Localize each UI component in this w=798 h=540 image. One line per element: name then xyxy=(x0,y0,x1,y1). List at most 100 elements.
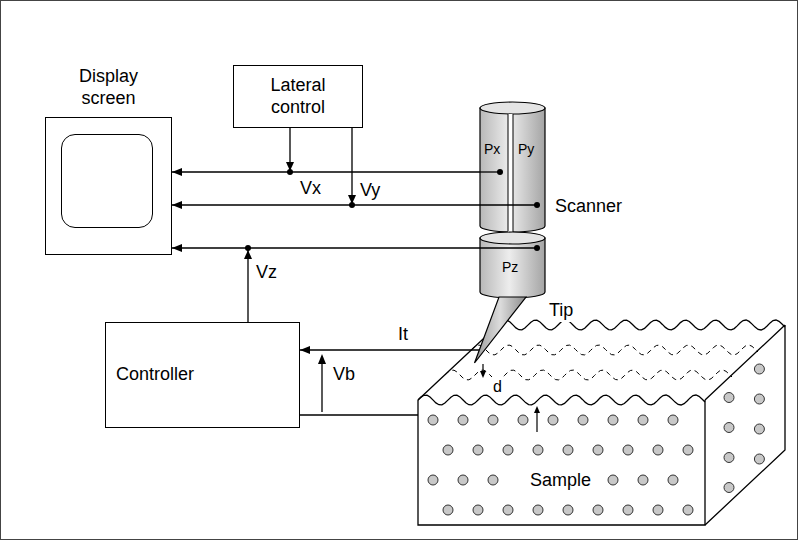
label-anchor: It xyxy=(398,324,408,346)
atom xyxy=(533,505,543,515)
signal-connector xyxy=(172,128,352,209)
atom xyxy=(503,505,513,515)
monitor-screen xyxy=(61,134,153,228)
surface-edge xyxy=(418,395,705,405)
atom xyxy=(563,505,573,515)
atom xyxy=(754,424,764,434)
atom xyxy=(503,445,513,455)
electrode-dot xyxy=(534,202,540,208)
connector-wire xyxy=(172,128,352,205)
electrode-dot xyxy=(497,169,503,175)
atom xyxy=(473,445,483,455)
atom xyxy=(668,475,678,485)
atom xyxy=(473,505,483,515)
box-label: Display screen xyxy=(59,66,159,109)
box-label: Lateral control xyxy=(258,75,338,118)
atom xyxy=(638,415,648,425)
electrode-name: Pz xyxy=(502,259,518,276)
atom xyxy=(623,445,633,455)
atom xyxy=(593,505,603,515)
label-anchor: Px xyxy=(484,140,500,158)
electrode-gap xyxy=(508,114,513,232)
label-anchor: Vb xyxy=(333,364,355,386)
atom xyxy=(458,475,468,485)
atom-row xyxy=(471,345,758,355)
atom xyxy=(724,393,734,403)
signal-name: Vz xyxy=(256,262,277,284)
atom xyxy=(548,415,558,425)
connector-wire xyxy=(300,349,479,350)
connector-wire xyxy=(300,414,418,415)
electrode-name: Px xyxy=(484,141,500,158)
atom xyxy=(653,505,663,515)
atom xyxy=(653,445,663,455)
connector-wire xyxy=(172,248,248,322)
x-signal-wire xyxy=(290,171,480,172)
connector-wire xyxy=(172,128,290,172)
atom xyxy=(443,445,453,455)
atom xyxy=(578,415,588,425)
tube-end xyxy=(480,102,545,114)
atom xyxy=(668,415,678,425)
y-signal-wire xyxy=(352,204,480,205)
atom xyxy=(488,415,498,425)
atom xyxy=(724,453,734,463)
signal-name: It xyxy=(398,324,408,346)
atom xyxy=(518,415,528,425)
atom xyxy=(458,415,468,425)
atom-row xyxy=(445,370,732,380)
label-anchor: Pz xyxy=(502,258,518,276)
tube-end xyxy=(480,232,545,244)
signal-connector xyxy=(172,244,248,322)
atom xyxy=(754,394,764,404)
sample-front xyxy=(418,400,705,525)
z-signal-wire xyxy=(480,247,537,248)
control-box: Lateral control xyxy=(233,65,363,128)
scanner-drawing xyxy=(465,95,630,380)
signal-connector xyxy=(172,128,290,176)
atom xyxy=(608,475,618,485)
arrow-head xyxy=(172,244,182,252)
signal-connector xyxy=(300,346,479,354)
arrow-head xyxy=(300,346,310,354)
piezo-tube xyxy=(480,108,545,232)
sample-edge xyxy=(418,325,785,400)
atom xyxy=(488,475,498,485)
signal-connector xyxy=(300,415,418,416)
label-anchor: Vy xyxy=(360,180,380,202)
signal-name: Vb xyxy=(333,364,355,386)
atom xyxy=(563,445,573,455)
arrow-head xyxy=(172,201,182,209)
box-label: Controller xyxy=(116,364,194,386)
atom xyxy=(428,415,438,425)
piezo-tube xyxy=(480,238,545,298)
gap-name: d xyxy=(492,377,503,396)
atom xyxy=(533,445,543,455)
y-signal-wire xyxy=(480,204,537,205)
gap-arrow xyxy=(482,364,483,372)
controller-box: Controller xyxy=(105,322,300,428)
sample-side xyxy=(705,325,785,525)
atom xyxy=(608,415,618,425)
display-monitor: Display screen xyxy=(45,60,172,255)
gap-arrow xyxy=(536,413,537,432)
sample-block: Sample xyxy=(418,295,790,530)
arrow-head xyxy=(172,168,182,176)
part-label: Sample xyxy=(528,470,593,492)
signal-name: Vx xyxy=(300,178,321,200)
arrow-head xyxy=(318,354,326,364)
arrow-head xyxy=(534,406,540,413)
electrode-dot xyxy=(534,245,540,251)
label-anchor: Vz xyxy=(256,262,277,284)
atom xyxy=(593,445,603,455)
signal-name: Vy xyxy=(360,180,380,202)
atom xyxy=(724,483,734,493)
part-label: Scanner xyxy=(553,196,624,218)
arrow-head xyxy=(480,371,486,378)
electrode-gap xyxy=(508,114,513,232)
part-name: Tip xyxy=(548,300,574,322)
